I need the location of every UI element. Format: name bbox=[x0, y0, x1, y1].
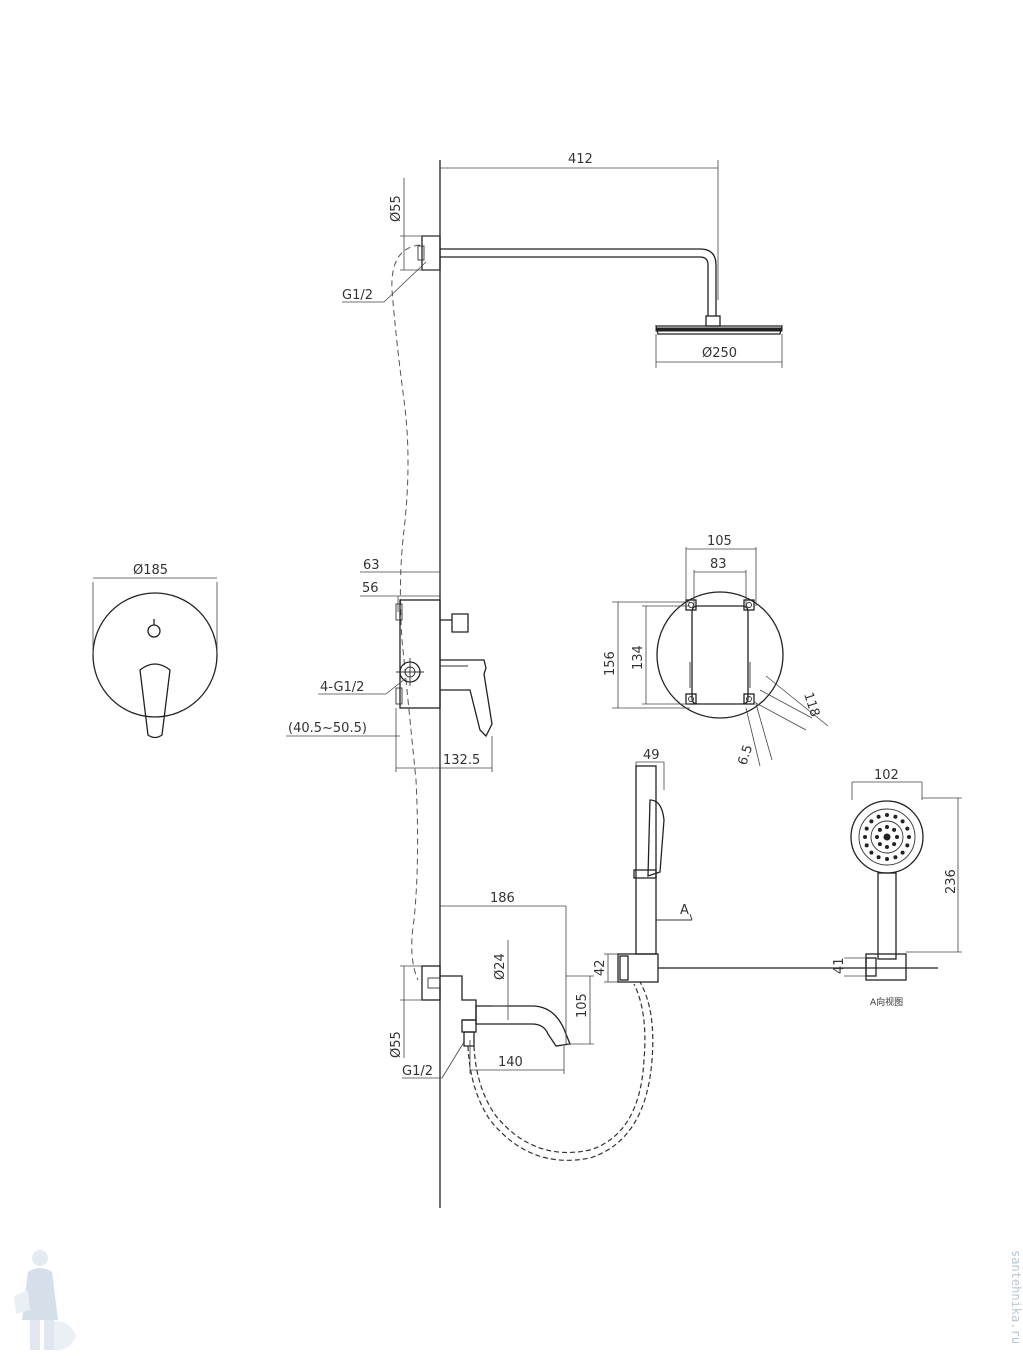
leader-thread-top: G1/2 bbox=[342, 261, 427, 303]
nozzle bbox=[863, 835, 867, 839]
nozzle bbox=[876, 814, 881, 819]
leader-inlets: 4-G1/2 bbox=[318, 677, 407, 695]
label-depth-56: 56 bbox=[362, 581, 379, 596]
dim-spout-105: 105 bbox=[566, 975, 594, 1045]
nozzle bbox=[892, 827, 897, 832]
label-box-83: 83 bbox=[710, 557, 727, 572]
bath-spout-assembly bbox=[421, 965, 571, 1047]
label-bottom-flange-dia: Ø55 bbox=[389, 1031, 404, 1058]
top-flange bbox=[421, 235, 441, 271]
dim-lug: 118 6.5 bbox=[736, 675, 829, 767]
dim-spout-140: 140 bbox=[469, 1040, 565, 1074]
nozzle bbox=[864, 826, 869, 831]
nozzle bbox=[892, 842, 897, 847]
label-bar-42: 42 bbox=[593, 959, 608, 976]
dim-box-width: 105 83 bbox=[685, 534, 757, 606]
label-hand-width: 102 bbox=[874, 768, 899, 783]
dim-arm-length: 412 bbox=[440, 152, 719, 300]
mixer-lever bbox=[139, 663, 171, 739]
nozzle bbox=[864, 843, 869, 848]
plumber-logo bbox=[14, 1250, 76, 1351]
nozzle bbox=[869, 850, 874, 855]
nozzle bbox=[885, 845, 889, 849]
nozzle bbox=[900, 850, 905, 855]
label-spout-186: 186 bbox=[490, 891, 515, 906]
nozzle bbox=[893, 855, 898, 860]
label-escutcheon-dia: Ø185 bbox=[133, 563, 168, 578]
nozzle bbox=[905, 826, 910, 831]
label-holder-49: 49 bbox=[643, 748, 660, 763]
nozzle bbox=[877, 827, 882, 832]
label-hand-length: 236 bbox=[944, 869, 959, 894]
bath-spout bbox=[475, 1005, 571, 1047]
dim-spout-186: 186 bbox=[440, 891, 567, 1044]
nozzle bbox=[907, 835, 911, 839]
nozzle bbox=[877, 842, 882, 847]
label-box-65: 6.5 bbox=[736, 743, 757, 767]
escutcheon-front-view: Ø185 bbox=[92, 563, 218, 739]
dim-depth: 63 56 bbox=[360, 558, 440, 612]
label-bar-41: 41 bbox=[832, 957, 847, 974]
concealed-pipe bbox=[391, 244, 421, 981]
label-box-118: 118 bbox=[800, 691, 822, 719]
hand-shower-front-view: 102 236 41 A向视图 bbox=[832, 768, 962, 1008]
dim-head-dia: Ø250 bbox=[655, 334, 783, 368]
dim-adjust-range: (40.5~50.5) bbox=[286, 721, 400, 737]
box-front-view bbox=[656, 591, 784, 719]
label-inlets: 4-G1/2 bbox=[320, 680, 364, 695]
dim-box-height: 156 134 bbox=[603, 601, 690, 709]
shower-arm bbox=[440, 248, 717, 316]
site-watermark: santehnika.ru bbox=[1009, 1250, 1023, 1344]
nozzle bbox=[905, 843, 910, 848]
nozzle bbox=[900, 819, 905, 824]
nozzle bbox=[885, 813, 889, 817]
nozzle bbox=[885, 857, 889, 861]
label-mixer-projection: 132.5 bbox=[443, 753, 480, 768]
mixer-side-view bbox=[395, 599, 493, 738]
nozzle bbox=[893, 814, 898, 819]
dim-top-flange: Ø55 bbox=[389, 178, 440, 271]
label-box-105: 105 bbox=[707, 534, 732, 549]
label-box-134: 134 bbox=[631, 645, 646, 670]
label-head-dia: Ø250 bbox=[702, 346, 737, 361]
leader-thread-bottom: G1/2 bbox=[402, 1041, 465, 1079]
spray-nozzles bbox=[863, 813, 911, 861]
label-thread-bottom: G1/2 bbox=[402, 1064, 433, 1079]
label-spout-105: 105 bbox=[575, 993, 590, 1018]
label-spout-140: 140 bbox=[498, 1055, 523, 1070]
label-spout-dia: Ø24 bbox=[493, 953, 508, 980]
nozzle bbox=[885, 825, 889, 829]
dim-bottom-flange: Ø55 bbox=[389, 965, 422, 1058]
label-adjust-range: (40.5~50.5) bbox=[288, 721, 367, 736]
nozzle bbox=[876, 855, 881, 860]
label-top-flange-dia: Ø55 bbox=[389, 195, 404, 222]
label-depth-63: 63 bbox=[363, 558, 380, 573]
label-box-156: 156 bbox=[603, 651, 618, 676]
nozzle bbox=[875, 835, 879, 839]
label-view-a: A向视图 bbox=[870, 996, 903, 1008]
nozzle bbox=[895, 835, 899, 839]
label-arm-length: 412 bbox=[568, 152, 593, 167]
hand-shower-side-view: 49 A 42 bbox=[593, 748, 938, 983]
shower-arm-assembly bbox=[417, 235, 783, 335]
nozzle bbox=[869, 819, 874, 824]
label-thread-top: G1/2 bbox=[342, 288, 373, 303]
shower-hose bbox=[467, 981, 654, 1161]
dim-spout-dia: Ø24 bbox=[492, 940, 509, 1020]
label-section-mark: A bbox=[680, 903, 689, 918]
mounting-lugs bbox=[685, 599, 755, 705]
dim-mixer-projection: 132.5 bbox=[395, 708, 493, 772]
